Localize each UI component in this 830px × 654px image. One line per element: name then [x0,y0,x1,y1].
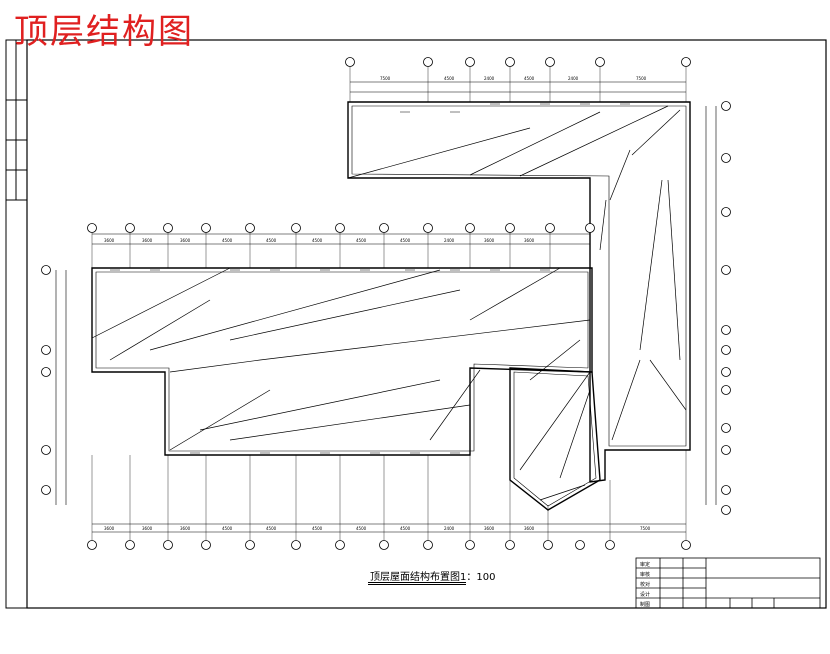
title-block-label: 制图 [640,601,650,608]
grid-bubble [41,265,51,275]
grid-bubble [505,57,515,67]
grid-bubble [345,57,355,67]
title-block-label: 校对 [640,581,650,588]
grid-bubble [41,445,51,455]
grid-bubble [201,223,211,233]
grid-bubble [465,223,475,233]
title-block-label: 审核 [640,571,650,578]
dimension-label: 7500 [636,76,647,81]
grid-bubble [721,265,731,275]
building-outline [91,101,691,511]
grid-bubble [721,445,731,455]
grid-bubble [721,367,731,377]
dimension-label: 2400 [568,76,579,81]
grid-bubble [681,540,691,550]
dimension-label: 2400 [484,76,495,81]
grid-bubble [585,223,595,233]
caption-underline [368,582,466,583]
grid-bubble [721,207,731,217]
grid-bubble [291,223,301,233]
dimension-label: 2400 [444,238,455,243]
dimension-label: 4500 [524,76,535,81]
grid-bubble [41,367,51,377]
grid-bubble [125,540,135,550]
dimension-label: 4500 [356,238,367,243]
dimension-label: 3600 [142,526,153,531]
dimension-label: 7500 [380,76,391,81]
grid-bubble [721,345,731,355]
dimension-label: 4500 [400,238,411,243]
dimension-label: 4500 [400,526,411,531]
grid-bubble [423,223,433,233]
grid-bubble [681,57,691,67]
grid-bubble [87,223,97,233]
grid-bubble [543,540,553,550]
grid-bubble [721,423,731,433]
drawing-caption: 顶层屋面结构布置图1：100 [370,572,496,583]
grid-bubble [291,540,301,550]
grid-bubble [575,540,585,550]
dimension-label: 4500 [312,238,323,243]
drawing-title: 顶层结构图 [14,12,194,52]
grid-bubble [201,540,211,550]
dimension-label: 4500 [444,76,455,81]
grid-bubble [465,540,475,550]
grid-bubble [605,540,615,550]
grid-bubble [245,223,255,233]
dimension-label: 4500 [222,526,233,531]
grid-bubble [379,540,389,550]
dimension-label: 3600 [484,238,495,243]
grid-bubble [721,101,731,111]
dimension-label: 3600 [180,238,191,243]
dimension-label: 4500 [222,238,233,243]
grid-bubble [163,540,173,550]
grid-bubble [379,223,389,233]
dimension-lines [55,81,717,533]
slab-annotations [110,103,630,454]
title-block-label: 审定 [640,561,650,568]
dimension-label: 4500 [312,526,323,531]
title-block-label: 设计 [640,591,650,598]
dimension-label: 7500 [640,526,651,531]
grid-bubble [595,57,605,67]
slab-division-lines [91,105,687,501]
dimension-label: 4500 [266,238,277,243]
grid-bubble [545,223,555,233]
grid-bubble [721,485,731,495]
grid-bubble [721,385,731,395]
axis-leader-lines [91,66,687,540]
grid-bubble [505,223,515,233]
grid-bubble [505,540,515,550]
dimension-label: 4500 [266,526,277,531]
dimension-label: 4500 [356,526,367,531]
dimension-label: 3600 [142,238,153,243]
title-block [635,557,821,609]
caption-underline [368,584,466,585]
grid-bubble [335,540,345,550]
grid-bubble [87,540,97,550]
dimension-label: 3600 [524,238,535,243]
grid-bubble [721,505,731,515]
grid-bubble [335,223,345,233]
grid-bubble [465,57,475,67]
dimension-label: 3600 [104,526,115,531]
dimension-label: 3600 [180,526,191,531]
grid-bubble [545,57,555,67]
dimension-label: 2400 [444,526,455,531]
dimension-label: 3600 [104,238,115,243]
grid-bubble [721,325,731,335]
grid-bubble [245,540,255,550]
grid-bubble [163,223,173,233]
dimension-label: 3600 [524,526,535,531]
grid-bubble [125,223,135,233]
grid-bubble [423,540,433,550]
grid-bubble [423,57,433,67]
grid-bubble [41,345,51,355]
grid-bubble [41,485,51,495]
grid-bubble [721,153,731,163]
drawing-frame [5,39,827,609]
dimension-label: 3600 [484,526,495,531]
